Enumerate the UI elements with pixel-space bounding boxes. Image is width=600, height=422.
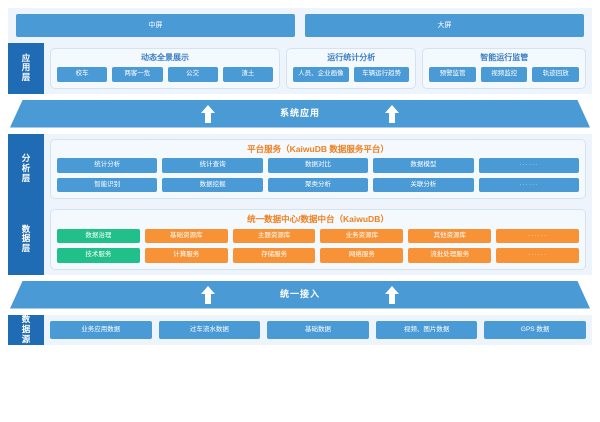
band-unified-access: 统一接入 — [10, 280, 590, 309]
layer-tab-analysis: 分析层 — [8, 133, 44, 204]
platform-service-title: 平台服务（KaiwuDB 数据服务平台） — [247, 143, 389, 154]
chip-data-more-1[interactable]: ······ — [496, 228, 579, 243]
up-arrow-icon-right — [384, 104, 399, 123]
datasource-items: 业务应用数据 过车流水数据 基础数据 视频、图片数据 GPS 数据 — [50, 320, 586, 339]
chip-school-bus[interactable]: 校车 — [57, 67, 108, 82]
analysis-row-1: 统计分析 统计查询 数据对比 数据模型 ······ — [57, 158, 580, 173]
chip-data-mining[interactable]: 数据挖掘 — [162, 177, 263, 192]
chip-stream-batch-service[interactable]: 流批处理服务 — [408, 248, 492, 263]
screen-bar-zhongping[interactable]: 中屏 — [16, 14, 295, 37]
app-group-supervision: 智能运行监管 预警监管 视频监控 轨迹回放 — [422, 48, 586, 89]
app-group-statistics-title: 运行统计分析 — [327, 53, 376, 62]
layer-tab-application-label: 应用层 — [21, 52, 31, 83]
chip-analysis-more-2[interactable]: ······ — [478, 177, 580, 192]
unified-data-center-card: 统一数据中心/数据中台（KaiwuDB） 数据治理 基础资源库 主题资源库 业务… — [50, 209, 586, 270]
chip-public-transit[interactable]: 公交 — [167, 67, 218, 82]
chip-data-comparison[interactable]: 数据对比 — [267, 158, 369, 173]
chip-network-service[interactable]: 网络服务 — [320, 248, 404, 263]
data-row-2: 技术服务 计算服务 存储服务 网络服务 流批处理服务 ······ — [57, 248, 579, 263]
chip-other-resource-library[interactable]: 其他资源库 — [408, 228, 492, 243]
chip-data-model[interactable]: 数据模型 — [373, 158, 474, 173]
app-group-panorama: 动态全景展示 校车 两客一危 公交 渣土 — [50, 48, 281, 89]
layer-tab-datasource: 数据源 — [8, 314, 44, 345]
platform-service-card: 平台服务（KaiwuDB 数据服务平台） 统计分析 统计查询 数据对比 数据模型… — [50, 138, 586, 199]
chip-basic-data[interactable]: 基础数据 — [267, 320, 369, 339]
chip-data-governance[interactable]: 数据治理 — [57, 228, 140, 243]
chip-business-resource-library[interactable]: 业务资源库 — [320, 228, 404, 243]
screen-bar-daping[interactable]: 大屏 — [305, 14, 584, 37]
up-arrow-icon-access-left — [201, 285, 216, 304]
chip-video-image-data[interactable]: 视频、图片数据 — [375, 320, 478, 339]
chip-track-playback[interactable]: 轨迹回放 — [532, 67, 579, 82]
app-group-statistics: 运行统计分析 人员、企业画像 车辆运行趋势 — [286, 48, 417, 89]
application-layer-body: 动态全景展示 校车 两客一危 公交 渣土 运行统计分析 人员、企业画像 车辆运行… — [44, 43, 592, 94]
screens-row: 中屏 大屏 — [8, 8, 592, 43]
chip-muck-truck[interactable]: 渣土 — [222, 67, 274, 82]
band-system-application-label: 系统应用 — [279, 108, 320, 118]
data-layer-body: 统一数据中心/数据中台（KaiwuDB） 数据治理 基础资源库 主题资源库 业务… — [44, 204, 592, 275]
layer-tab-data: 数据层 — [8, 204, 44, 275]
chip-two-passenger-one-danger[interactable]: 两客一危 — [112, 67, 163, 82]
chip-video-monitoring[interactable]: 视频监控 — [480, 67, 528, 82]
chip-thematic-resource-library[interactable]: 主题资源库 — [232, 228, 316, 243]
datasource-layer-body: 业务应用数据 过车流水数据 基础数据 视频、图片数据 GPS 数据 — [44, 315, 592, 346]
layer-tab-application: 应用层 — [8, 43, 44, 94]
up-arrow-icon-left — [201, 104, 216, 123]
app-group-panorama-items: 校车 两客一危 公交 渣土 — [57, 67, 274, 82]
data-row-1: 数据治理 基础资源库 主题资源库 业务资源库 其他资源库 ······ — [57, 228, 579, 243]
app-group-statistics-items: 人员、企业画像 车辆运行趋势 — [293, 67, 410, 82]
chip-gps-data[interactable]: GPS 数据 — [484, 320, 586, 339]
chip-technical-service[interactable]: 技术服务 — [57, 248, 140, 263]
chip-person-enterprise-profile[interactable]: 人员、企业画像 — [293, 67, 349, 82]
chip-storage-service[interactable]: 存储服务 — [232, 248, 316, 263]
chip-cluster-analysis[interactable]: 聚类分析 — [267, 177, 369, 192]
layer-tab-analysis-label: 分析层 — [21, 153, 31, 183]
chip-statistical-analysis[interactable]: 统计分析 — [57, 158, 158, 173]
data-layer: 数据层 统一数据中心/数据中台（KaiwuDB） 数据治理 基础资源库 主题资源… — [8, 204, 592, 275]
unified-data-center-title: 统一数据中心/数据中台（KaiwuDB） — [247, 214, 389, 224]
layer-tab-data-label: 数据层 — [21, 223, 31, 254]
chip-vehicle-passing-data[interactable]: 过车流水数据 — [158, 320, 261, 339]
chip-compute-service[interactable]: 计算服务 — [144, 248, 228, 263]
analysis-layer-body: 平台服务（KaiwuDB 数据服务平台） 统计分析 统计查询 数据对比 数据模型… — [44, 134, 592, 205]
chip-intelligent-recognition[interactable]: 智能识别 — [57, 177, 158, 192]
chip-statistical-query[interactable]: 统计查询 — [162, 158, 263, 173]
analysis-layer: 分析层 平台服务（KaiwuDB 数据服务平台） 统计分析 统计查询 数据对比 … — [8, 133, 592, 205]
up-arrow-icon-access-right — [384, 285, 399, 304]
analysis-row-2: 智能识别 数据挖掘 聚类分析 关联分析 ······ — [57, 177, 580, 192]
chip-business-application-data[interactable]: 业务应用数据 — [50, 320, 152, 339]
layer-tab-datasource-label: 数据源 — [21, 314, 31, 344]
chip-alarm-supervision[interactable]: 预警监管 — [429, 67, 476, 82]
datasource-layer: 数据源 业务应用数据 过车流水数据 基础数据 视频、图片数据 GPS 数据 — [8, 314, 592, 346]
chip-basic-resource-library[interactable]: 基础资源库 — [144, 228, 228, 243]
application-layer: 应用层 动态全景展示 校车 两客一危 公交 渣土 运行统计分析 人员、企业画像 … — [8, 43, 592, 94]
app-group-supervision-title: 智能运行监管 — [480, 53, 529, 62]
chip-data-more-2[interactable]: ······ — [496, 248, 579, 263]
app-group-supervision-items: 预警监管 视频监控 轨迹回放 — [429, 67, 579, 82]
band-unified-access-label: 统一接入 — [279, 289, 320, 299]
chip-analysis-more-1[interactable]: ······ — [478, 158, 580, 173]
chip-correlation-analysis[interactable]: 关联分析 — [373, 177, 474, 192]
app-group-panorama-title: 动态全景展示 — [141, 53, 190, 62]
chip-vehicle-trend[interactable]: 车辆运行趋势 — [353, 67, 410, 82]
band-system-application: 系统应用 — [10, 99, 590, 128]
